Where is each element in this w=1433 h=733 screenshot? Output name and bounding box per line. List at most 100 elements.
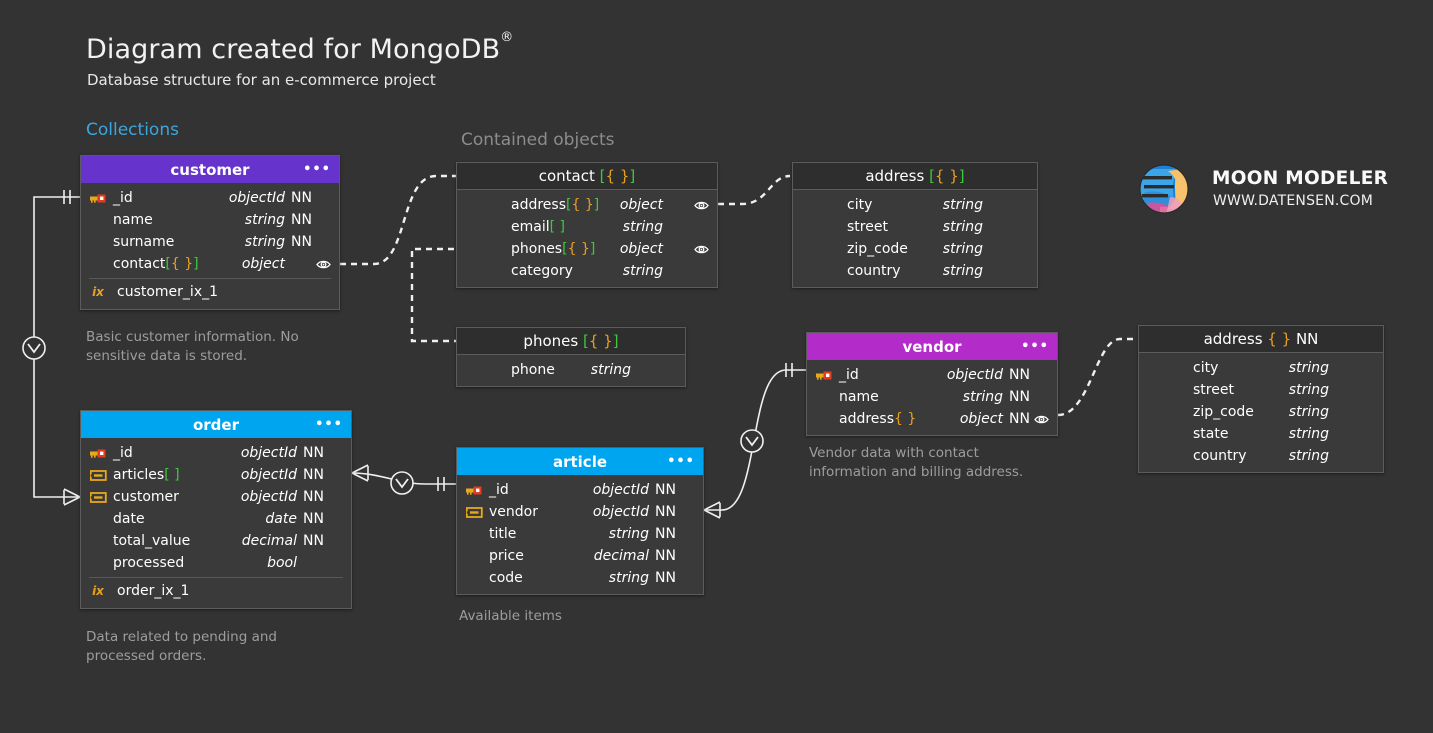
attribute-name: vendor bbox=[489, 504, 538, 520]
attribute-type: string bbox=[942, 241, 983, 257]
section-label-contained-objects: Contained objects bbox=[461, 130, 615, 150]
foreign-key-icon bbox=[463, 506, 485, 518]
attribute-name: name bbox=[839, 389, 879, 405]
attribute-type: string bbox=[1288, 360, 1329, 376]
hidden-detail-eye-icon[interactable] bbox=[694, 244, 709, 255]
attribute-type: objectId bbox=[240, 445, 297, 461]
attribute-eye-toggle[interactable] bbox=[311, 259, 331, 270]
attribute-not-null-flag: NN bbox=[291, 212, 312, 228]
attribute-name: street bbox=[847, 219, 888, 235]
entity-header-customer[interactable]: customer••• bbox=[81, 156, 339, 183]
entity-note-customer: Basic customer information. No sensitive… bbox=[86, 329, 299, 364]
section-label-collections: Collections bbox=[86, 120, 179, 140]
entity-contact[interactable]: contact [{ }]address[{ }]object email[ ]… bbox=[456, 162, 718, 288]
attribute-name: country bbox=[1193, 448, 1247, 464]
attribute-name: date bbox=[113, 511, 145, 527]
primary-key-icon bbox=[89, 449, 105, 458]
attribute-type: string bbox=[622, 263, 663, 279]
attribute-type: string bbox=[608, 526, 649, 542]
index-name: customer_ix_1 bbox=[117, 283, 219, 300]
primary-key-icon bbox=[465, 486, 481, 495]
attribute-not-null-flag: NN bbox=[303, 489, 324, 505]
link-contact-address bbox=[718, 174, 791, 206]
attribute-name: code bbox=[489, 570, 523, 586]
attribute-row[interactable]: address[{ }]object bbox=[457, 194, 717, 216]
primary-key-icon bbox=[463, 485, 485, 496]
entity-header-phones[interactable]: phones [{ }] bbox=[457, 328, 685, 355]
attribute-type: string bbox=[608, 570, 649, 586]
attribute-eye-toggle[interactable] bbox=[689, 200, 709, 211]
brand-url: WWW.DATENSEN.COM bbox=[1213, 193, 1373, 209]
entity-title-suffix: [{ }] bbox=[599, 167, 636, 185]
attribute-name: total_value bbox=[113, 533, 191, 549]
index-divider bbox=[89, 278, 331, 279]
entity-title-article: article bbox=[552, 452, 608, 471]
entity-header-order[interactable]: order••• bbox=[81, 411, 351, 438]
attribute-name: price bbox=[489, 548, 524, 564]
entity-header-contact[interactable]: contact [{ }] bbox=[457, 163, 717, 190]
attribute-type: string bbox=[1288, 382, 1329, 398]
attribute-row[interactable]: email[ ]string bbox=[457, 216, 717, 238]
moon-modeler-logo-icon bbox=[1139, 164, 1189, 214]
attribute-name: articles[ ] bbox=[113, 467, 180, 483]
entity-header-address_vendor[interactable]: address { } NN bbox=[1139, 326, 1383, 353]
entity-note-order: Data related to pending and processed or… bbox=[86, 629, 277, 664]
hidden-detail-eye-icon[interactable] bbox=[694, 200, 709, 211]
attribute-name: _id bbox=[489, 482, 509, 498]
entity-header-article[interactable]: article••• bbox=[457, 448, 703, 475]
attribute-name: _id bbox=[839, 367, 859, 383]
attribute-type: decimal bbox=[593, 548, 649, 564]
hidden-detail-eye-icon[interactable] bbox=[316, 259, 331, 270]
hidden-detail-eye-icon[interactable] bbox=[1034, 414, 1049, 425]
attribute-name: state bbox=[1193, 426, 1229, 442]
attribute-eye-toggle[interactable] bbox=[1029, 414, 1049, 425]
attribute-name: _id bbox=[113, 190, 133, 206]
attribute-row[interactable]: contact[{ }]object bbox=[81, 253, 339, 275]
attribute-row[interactable]: phones[{ }]object bbox=[457, 238, 717, 260]
entity-header-vendor[interactable]: vendor••• bbox=[807, 333, 1057, 360]
entity-header-address_contact[interactable]: address [{ }] bbox=[793, 163, 1037, 190]
relationship-order-article bbox=[351, 464, 456, 495]
attribute-not-null-flag: NN bbox=[303, 511, 324, 527]
attribute-eye-toggle[interactable] bbox=[689, 244, 709, 255]
attribute-type: string bbox=[590, 362, 631, 378]
